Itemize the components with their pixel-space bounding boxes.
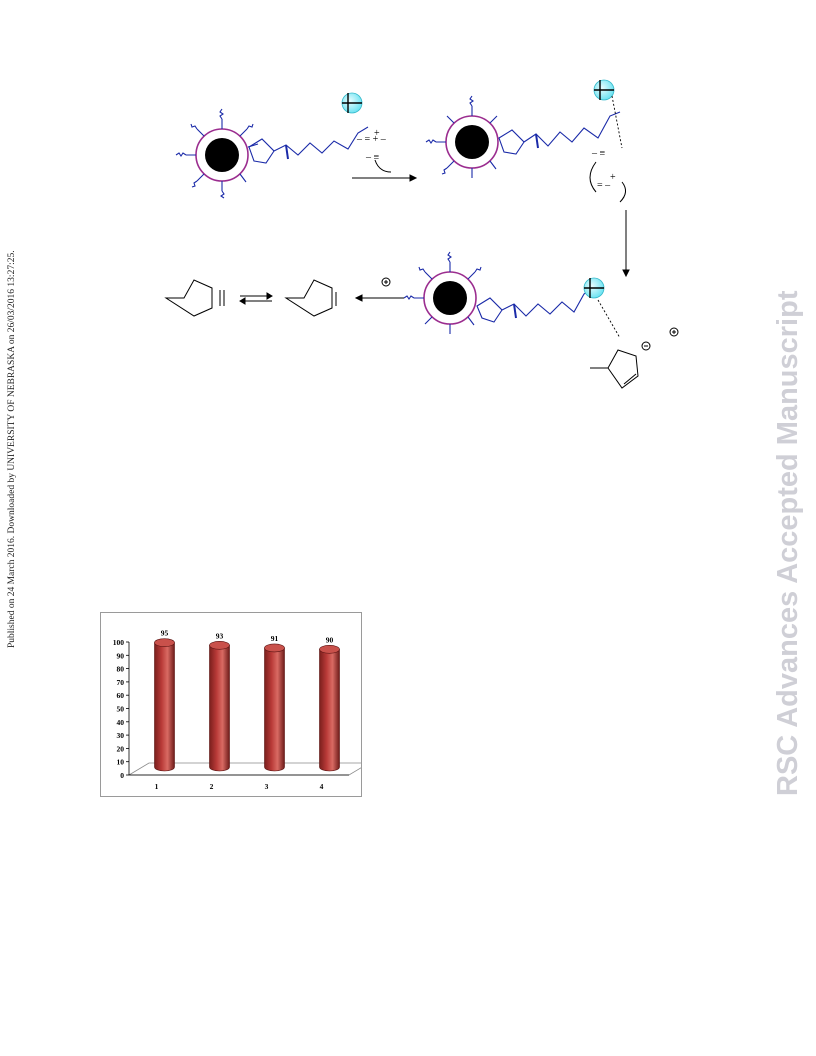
- bar-3: [264, 647, 285, 772]
- triazole-product-2: [164, 279, 225, 317]
- nanoparticle-catalyst-1: [175, 92, 369, 199]
- nanoparticle-catalyst-3: [403, 251, 621, 339]
- bar-top-4: [319, 644, 340, 654]
- data-label: 95: [161, 629, 169, 638]
- bar-top-1: [154, 638, 175, 647]
- y-tick-label: 40: [117, 718, 125, 727]
- bar-top-2: [209, 641, 230, 650]
- coordinated-azide-alkyne: – ≡ = – +: [591, 148, 616, 191]
- bar-chart-svg: 0 10 20 30 40 50 60 70 80 90 100 95 1 93 2 91 3 90 4: [113, 629, 371, 791]
- charge-label-2: +: [610, 172, 616, 183]
- journal-watermark: RSC Advances Accepted Manuscript: [770, 258, 810, 798]
- y-tick-label: 90: [117, 651, 125, 660]
- bar-2: [209, 645, 230, 772]
- y-tick-label: 0: [120, 771, 124, 780]
- reagent-alkyne-azide: – = + – – ≡ +: [356, 128, 387, 163]
- reaction-arrow-1: [352, 159, 418, 182]
- y-tick-label: 70: [117, 678, 125, 687]
- svg-text:= –: = –: [597, 180, 611, 191]
- triazolide-intermediate: [590, 327, 679, 389]
- nanoparticle-catalyst-2: [425, 79, 623, 178]
- publication-note-text: Published on 24 March 2016. Downloaded b…: [7, 250, 17, 648]
- x-tick-label: 2: [210, 782, 214, 791]
- charge-label-1: +: [374, 128, 380, 139]
- proton-symbol: [381, 277, 391, 287]
- reaction-arrow-3: [354, 294, 404, 302]
- y-tick-label: 80: [117, 665, 125, 674]
- y-tick-label: 100: [113, 638, 125, 647]
- reaction-arrow-2: [622, 210, 630, 278]
- x-tick-label: 4: [320, 782, 324, 791]
- y-tick-label: 60: [117, 691, 125, 700]
- svg-text:– ≡: – ≡: [365, 152, 380, 163]
- x-tick-label: 1: [155, 782, 159, 791]
- publication-side-note: Published on 24 March 2016. Downloaded b…: [2, 130, 22, 650]
- equilibrium-arrows: [239, 292, 273, 305]
- bar-top-3: [264, 643, 285, 653]
- watermark-text: RSC Advances Accepted Manuscript: [772, 290, 804, 797]
- triazole-product-1: [284, 279, 337, 317]
- data-label: 91: [271, 634, 279, 643]
- y-tick-label: 20: [117, 744, 125, 753]
- recycling-bar-chart: 0 10 20 30 40 50 60 70 80 90 100 95 1 93 2 91 3 90 4: [100, 612, 371, 797]
- y-tick-label: 10: [117, 758, 125, 767]
- svg-text:– = + –: – = + –: [356, 134, 387, 145]
- x-tick-label: 3: [265, 782, 269, 791]
- data-label: 90: [326, 635, 334, 644]
- bar-1: [154, 642, 175, 772]
- curved-arrows: [589, 161, 626, 203]
- data-label: 93: [216, 631, 224, 640]
- svg-text:– ≡: – ≡: [591, 148, 606, 159]
- y-tick-label: 50: [117, 705, 125, 714]
- y-tick-label: 30: [117, 731, 125, 740]
- reaction-scheme: – = + – – ≡ + – ≡ = – +: [164, 79, 679, 389]
- bar-4: [319, 649, 340, 772]
